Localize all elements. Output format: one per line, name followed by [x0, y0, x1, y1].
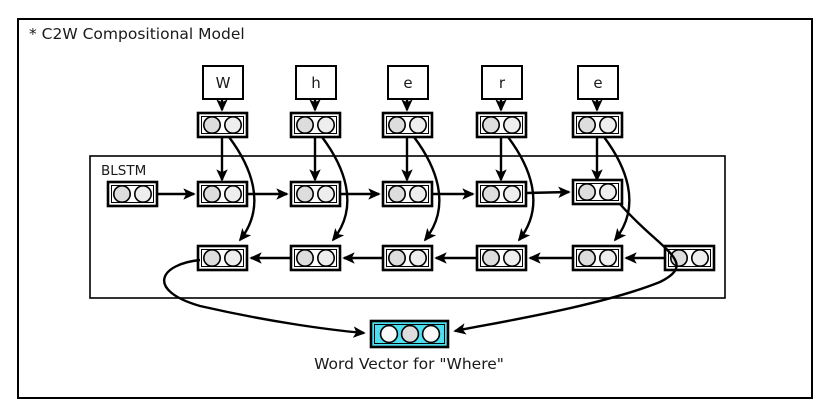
character-label: W — [216, 74, 231, 92]
figure-title: * C2W Compositional Model — [29, 25, 245, 43]
arrow-forward-3-to-4 — [525, 186, 571, 198]
unit-node — [295, 116, 314, 135]
forward-lstm-cell-2[interactable] — [381, 180, 434, 208]
backward-lstm-row — [196, 244, 716, 272]
backward-lstm-cell-0[interactable] — [196, 244, 249, 272]
unit-node — [203, 116, 222, 135]
character-box-4[interactable]: e — [577, 65, 619, 100]
unit-node — [598, 183, 617, 202]
unit-node — [421, 324, 441, 344]
backward-lstm-init-state[interactable] — [663, 244, 716, 272]
unit-node — [387, 249, 406, 268]
embedding-cell-2[interactable] — [381, 111, 434, 139]
unit-node — [577, 249, 596, 268]
character-input-row: W h e r e — [202, 65, 619, 100]
unit-node — [598, 249, 617, 268]
unit-node — [577, 116, 596, 135]
unit-node — [224, 185, 243, 204]
forward-lstm-init-state[interactable] — [106, 180, 159, 208]
unit-node — [316, 116, 335, 135]
unit-node — [224, 249, 243, 268]
forward-lstm-cell-1[interactable] — [289, 180, 342, 208]
arrow-embedding-to-backward-4 — [603, 136, 631, 242]
unit-node — [408, 185, 427, 204]
figure-caption: Word Vector for "Where" — [314, 355, 504, 373]
embedding-cell-0[interactable] — [196, 111, 249, 139]
unit-node — [408, 116, 427, 135]
unit-node — [481, 249, 500, 268]
character-box-2[interactable]: e — [387, 65, 429, 100]
embedding-to-forward-arrows — [216, 137, 603, 182]
embedding-cell-1[interactable] — [289, 111, 342, 139]
arrow-backward-last-to-word-vector — [163, 258, 366, 338]
unit-node — [379, 324, 399, 344]
unit-node — [481, 185, 500, 204]
unit-node — [316, 185, 335, 204]
unit-node — [502, 116, 521, 135]
forward-lstm-cell-3[interactable] — [475, 180, 528, 208]
unit-node — [295, 249, 314, 268]
unit-node — [690, 249, 709, 268]
embedding-cell-3[interactable] — [475, 111, 528, 139]
embedding-to-backward-arrows — [228, 136, 631, 242]
character-label: h — [311, 74, 321, 92]
character-label: e — [593, 74, 602, 92]
arrow-embedding-to-backward-2 — [413, 136, 441, 242]
unit-node — [408, 249, 427, 268]
unit-node — [316, 249, 335, 268]
unit-node — [598, 116, 617, 135]
blstm-module-label: BLSTM — [101, 163, 146, 179]
unit-node — [502, 249, 521, 268]
embedding-cell-4[interactable] — [571, 111, 624, 139]
backward-lstm-cell-4[interactable] — [571, 244, 624, 272]
unit-node — [481, 116, 500, 135]
character-box-1[interactable]: h — [295, 65, 337, 100]
backward-lstm-cell-3[interactable] — [475, 244, 528, 272]
unit-node — [577, 183, 596, 202]
unit-node — [203, 249, 222, 268]
unit-node — [113, 185, 132, 204]
unit-node — [203, 185, 222, 204]
unit-node — [134, 185, 153, 204]
arrow-embedding-to-backward-0 — [228, 136, 256, 242]
forward-lstm-cell-0[interactable] — [196, 180, 249, 208]
character-box-3[interactable]: r — [481, 65, 523, 100]
unit-node — [387, 116, 406, 135]
arrow-forward-last-to-word-vector — [453, 203, 678, 335]
forward-recurrent-arrows — [157, 186, 571, 200]
unit-node — [387, 185, 406, 204]
backward-lstm-cell-2[interactable] — [381, 244, 434, 272]
character-label: r — [499, 74, 506, 92]
arrow-embedding-to-backward-1 — [321, 136, 349, 242]
output-word-vector[interactable] — [369, 319, 450, 349]
arrow-embedding-to-backward-3 — [507, 136, 535, 242]
character-to-embedding-arrows — [216, 99, 603, 112]
backward-lstm-cell-1[interactable] — [289, 244, 342, 272]
character-label: e — [403, 74, 412, 92]
character-box-0[interactable]: W — [202, 65, 244, 100]
unit-node — [224, 116, 243, 135]
unit-node — [400, 324, 420, 344]
unit-node — [295, 185, 314, 204]
unit-node — [502, 185, 521, 204]
forward-lstm-cell-4[interactable] — [571, 178, 624, 206]
